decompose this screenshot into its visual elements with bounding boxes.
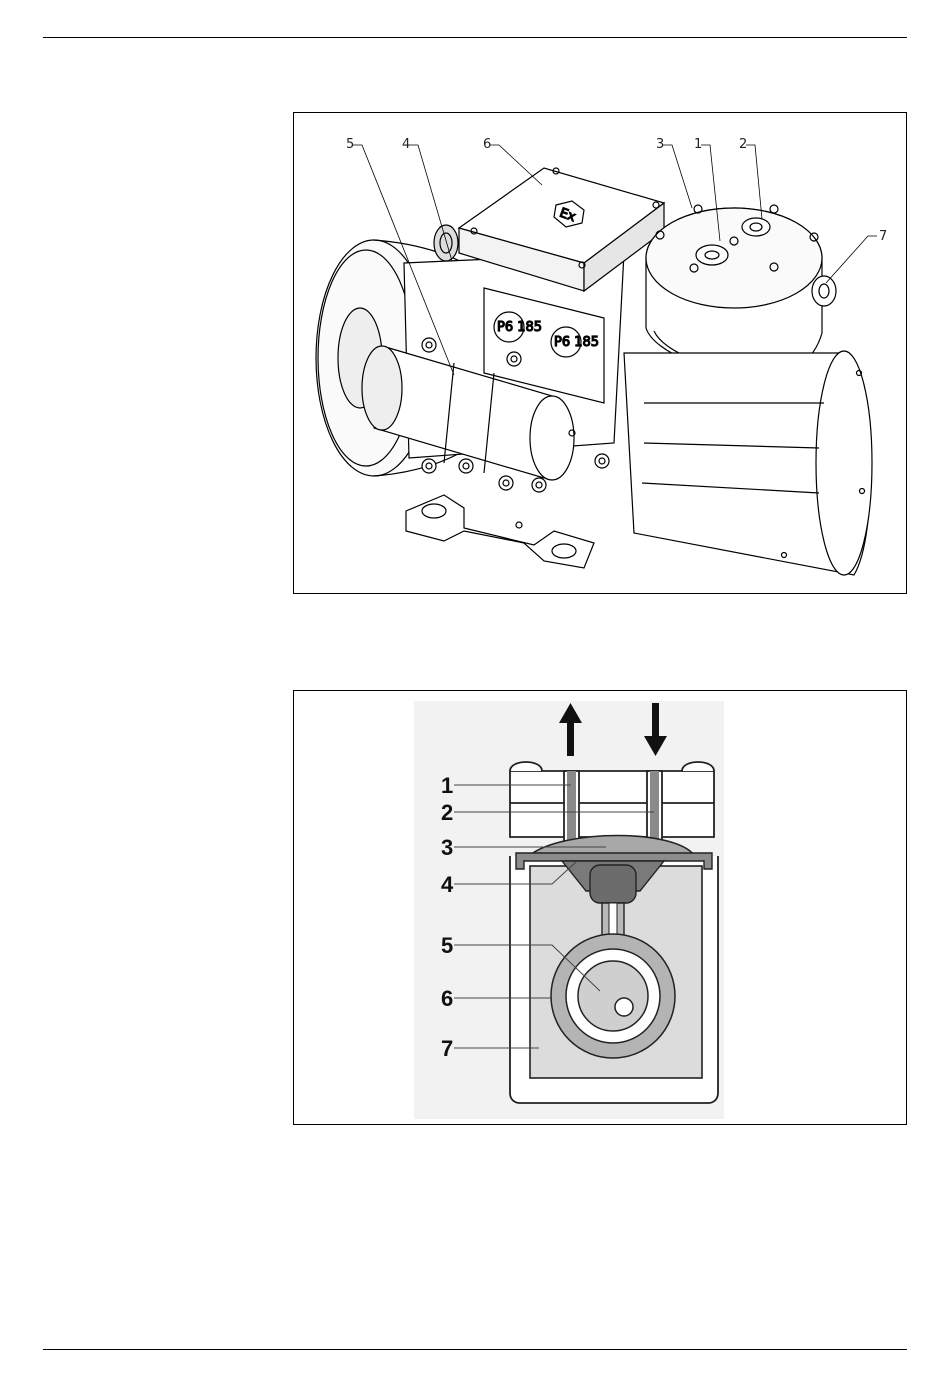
label-1: 1: [441, 773, 453, 798]
label-6: 6: [441, 986, 453, 1011]
callout-7: 7: [879, 229, 887, 244]
figure-pump-overview: Ex P6 185 P6 185: [293, 112, 907, 594]
callout-3: 3: [656, 137, 664, 152]
valve-label-left: P6 185: [497, 320, 542, 335]
callout-4: 4: [402, 137, 410, 152]
label-5: 5: [441, 933, 453, 958]
callout-6: 6: [483, 137, 491, 152]
footer-rule: [43, 1349, 907, 1350]
label-4: 4: [441, 872, 454, 897]
principle-diagram: 1 2 3 4 5 6 7: [294, 691, 906, 1124]
label-7: 7: [441, 1036, 453, 1061]
valve-label-right: P6 185: [554, 335, 599, 350]
label-3: 3: [441, 835, 453, 860]
callout-2: 2: [739, 137, 747, 152]
callout-5: 5: [346, 137, 354, 152]
figure-pump-principle: 1 2 3 4 5 6 7: [293, 690, 907, 1125]
label-2: 2: [441, 800, 453, 825]
header-rule: [43, 37, 907, 38]
callout-1: 1: [694, 137, 702, 152]
pump-drawing: Ex P6 185 P6 185: [294, 113, 906, 593]
